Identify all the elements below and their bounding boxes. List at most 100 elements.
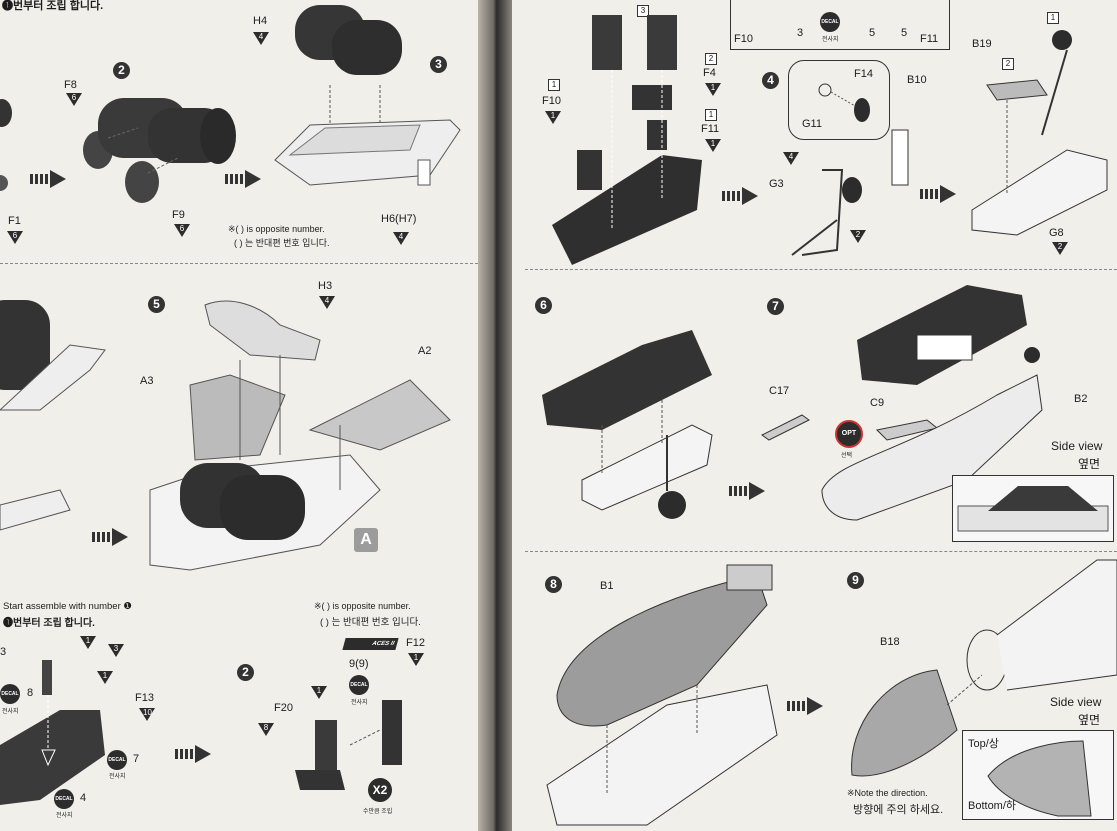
side-view-ko-9: 옆면 bbox=[1078, 713, 1101, 727]
part-label-h4: H4 bbox=[253, 15, 268, 27]
top-label: Top/상 bbox=[968, 738, 999, 750]
part-label-b18: B18 bbox=[880, 636, 900, 648]
strip-label-f10: F10 bbox=[734, 33, 753, 45]
opposite-note-bottom-ko: ( ) 는 반대편 번호 입니다. bbox=[320, 617, 421, 628]
section-divider-right-2 bbox=[525, 551, 1117, 552]
orientation-inset: Top/상 Bottom/하 bbox=[962, 730, 1114, 820]
part-label-b1: B1 bbox=[600, 580, 614, 592]
part-label-c17: C17 bbox=[769, 385, 790, 397]
cockpit-seat-illustration bbox=[552, 15, 702, 265]
decal-badge-8: DECAL bbox=[0, 684, 20, 704]
flow-arrow-7 bbox=[729, 482, 765, 500]
book-gutter bbox=[478, 0, 512, 831]
callout-a-badge: A bbox=[354, 528, 378, 552]
box-num-2: 2 bbox=[705, 53, 717, 65]
side-view-ko-7: 옆면 bbox=[1078, 457, 1101, 471]
part-count-g8: 2 bbox=[1052, 242, 1068, 255]
radome-illustration bbox=[851, 559, 1117, 777]
decal-badge-7: DECAL bbox=[107, 750, 127, 770]
side-view-en-9: Side view bbox=[1050, 695, 1102, 709]
part-count-h3: 4 bbox=[319, 296, 335, 309]
box-num-1b: 1 bbox=[548, 79, 560, 91]
opposite-note-en: ※( ) is opposite number. bbox=[228, 224, 325, 234]
header-fragment: ❶번부터 조립 합니다. bbox=[2, 0, 104, 12]
part-count-f11: 1 bbox=[705, 139, 721, 152]
flow-arrow-5 bbox=[722, 187, 758, 205]
flow-arrow-1 bbox=[30, 170, 66, 188]
engine-parts-illustration bbox=[83, 98, 236, 203]
part-label-c9: C9 bbox=[870, 397, 885, 409]
strip-label-f11: F11 bbox=[920, 33, 939, 45]
step1-label-3: 3 bbox=[0, 646, 7, 658]
flow-arrow-4 bbox=[175, 745, 211, 763]
part-label-f9: F9 bbox=[172, 209, 185, 221]
part-count-2: 2 bbox=[850, 230, 866, 243]
part-label-f11: F11 bbox=[701, 123, 720, 135]
box-num-gear-1: 1 bbox=[1047, 12, 1059, 24]
part-label-f13: F13 bbox=[135, 692, 154, 704]
engine-bay-illustration bbox=[274, 5, 461, 186]
part-count-8: 8 bbox=[258, 723, 274, 736]
part-label-f4: F4 bbox=[703, 67, 716, 79]
direction-note-ko: 방향에 주의 하세요. bbox=[853, 804, 944, 816]
part-count-f20: 1 bbox=[311, 686, 327, 699]
part-count-f10: 1 bbox=[545, 111, 561, 124]
decal-sub-9: 전사지 bbox=[351, 700, 368, 706]
step1-label-8: 8 bbox=[27, 687, 34, 699]
part-label-g3: G3 bbox=[769, 178, 784, 190]
part-label-a2: A2 bbox=[418, 345, 432, 357]
decal-sub-7: 전사지 bbox=[109, 774, 126, 780]
part-label-b10: B10 bbox=[907, 74, 927, 86]
part-label-f14: F14 bbox=[854, 68, 873, 80]
side-view-en-7: Side view bbox=[1051, 439, 1103, 453]
part-label-f20: F20 bbox=[274, 702, 293, 714]
cockpit-assembly-illustration bbox=[542, 330, 713, 519]
decal-badge-4: DECAL bbox=[54, 789, 74, 809]
step-3-badge: 3 bbox=[430, 56, 447, 73]
part-label-a3: A3 bbox=[140, 375, 154, 387]
strip-label-5b: 5 bbox=[901, 27, 908, 39]
part-label-f1: F1 bbox=[8, 215, 21, 227]
start-note-en: Start assemble with number ❶ bbox=[3, 601, 132, 612]
opt-sub: 선택 bbox=[841, 453, 853, 459]
step-2-badge: 2 bbox=[113, 62, 130, 79]
part-count-f1: 6 bbox=[7, 231, 23, 244]
multiplier-sub: 수만큼 조립 bbox=[363, 809, 393, 815]
gear-install-illustration bbox=[971, 30, 1108, 236]
step-7-badge: 7 bbox=[767, 298, 784, 315]
strip-label-5a: 5 bbox=[869, 27, 876, 39]
part-count-f13: 10 bbox=[139, 708, 155, 721]
orientation-illustration bbox=[987, 740, 1092, 817]
part-label-b2: B2 bbox=[1074, 393, 1088, 405]
strip-decal-badge: DECAL bbox=[820, 12, 840, 32]
part-label-f12: F12 bbox=[406, 637, 425, 649]
part-label-h3: H3 bbox=[318, 280, 333, 292]
fragment-illustration bbox=[0, 99, 12, 191]
opposite-note-ko: ( ) 는 반대편 번호 입니다. bbox=[234, 238, 330, 248]
aces-seat-tag: ACES II bbox=[342, 638, 399, 650]
step-9-badge: 9 bbox=[847, 572, 864, 589]
cockpit-tub-illustration bbox=[0, 660, 105, 805]
part-label-g8: G8 bbox=[1049, 227, 1064, 239]
part-label-f10: F10 bbox=[542, 95, 561, 107]
decal-number-9: 9(9) bbox=[349, 658, 369, 670]
fuselage-front-illustration bbox=[821, 285, 1043, 521]
wheel-detail-illustration bbox=[818, 83, 870, 122]
part-count-h6: 4 bbox=[393, 232, 409, 245]
step-8-badge: 8 bbox=[545, 576, 562, 593]
part-count-h4: 4 bbox=[253, 32, 269, 45]
flow-arrow-2 bbox=[225, 170, 261, 188]
part-count-f12: 1 bbox=[408, 653, 424, 666]
step1-label-7: 7 bbox=[133, 753, 140, 765]
box-num-1a: 1 bbox=[705, 109, 717, 121]
step1-label-4: 4 bbox=[80, 792, 87, 804]
part-label-f8: F8 bbox=[64, 79, 77, 91]
box-num-3: 3 bbox=[637, 5, 649, 17]
top-strip-box bbox=[730, 0, 950, 50]
step-4-badge: 4 bbox=[762, 72, 779, 89]
part-count-f9: 6 bbox=[174, 224, 190, 237]
side-view-illustration-7 bbox=[957, 486, 1109, 532]
section-divider bbox=[0, 263, 478, 264]
fuselage-tail-illustration bbox=[149, 300, 451, 571]
nose-upper-illustration bbox=[546, 564, 778, 826]
